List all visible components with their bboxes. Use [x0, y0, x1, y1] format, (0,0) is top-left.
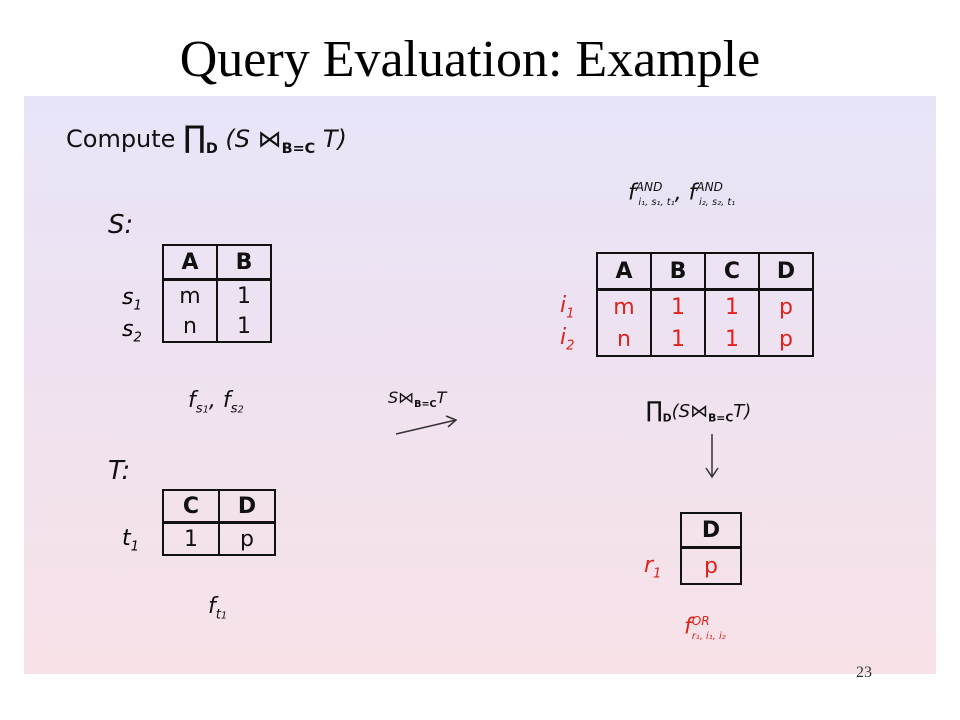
table-header-cell: C — [704, 252, 760, 291]
row-label: t1 — [122, 526, 140, 555]
row-label: i1 — [560, 293, 575, 322]
compute-open: (S — [225, 125, 251, 153]
table-header-cell: D — [758, 252, 814, 291]
compute-label: Compute — [66, 125, 176, 153]
table-header-cell: D — [680, 512, 742, 549]
table-cell: 1 — [216, 311, 272, 343]
table-row: n 1 1 p — [596, 323, 814, 357]
table-header-cell: A — [162, 244, 218, 281]
table-cell: 1 — [704, 289, 760, 323]
join-symbol: ⋈ — [257, 125, 282, 153]
compute-expression: Compute ∏D (S ⋈B=C T) — [66, 120, 347, 157]
join-step-label: S⋈B=CT — [388, 388, 447, 411]
table-cell: m — [162, 279, 218, 311]
table-row: p — [680, 547, 742, 585]
projection-symbol: ∏ — [183, 120, 206, 155]
table-header-cell: B — [650, 252, 706, 291]
table-header-cell: A — [596, 252, 652, 291]
example-panel: Compute ∏D (S ⋈B=C T) S: A B m 1 n 1 s1 … — [24, 96, 936, 674]
result-row-labels: r1 — [644, 550, 661, 582]
table-row: m 1 1 p — [596, 289, 814, 323]
joined-formula: fANDi₁, s₁, t₁, fANDi₂, s₂, t₁ — [628, 180, 736, 208]
relation-s-formula: fs1, fs2 — [188, 388, 244, 417]
table-cell: p — [758, 323, 814, 357]
row-label: r1 — [644, 553, 662, 582]
relation-t-name: T: — [108, 456, 131, 486]
table-cell: 1 — [650, 289, 706, 323]
result-table: D p — [680, 512, 742, 585]
table-cell: 1 — [650, 323, 706, 357]
relation-t-table: C D 1 p — [162, 489, 276, 556]
compute-close: T) — [322, 125, 347, 153]
table-cell: 1 — [162, 522, 220, 556]
table-header-cell: D — [218, 489, 276, 524]
relation-s-table: A B m 1 n 1 — [162, 244, 272, 343]
joined-table: A B C D m 1 1 p n 1 1 p — [596, 252, 814, 357]
join-arrow-icon — [395, 415, 458, 435]
table-cell: p — [218, 522, 276, 556]
table-row: 1 p — [162, 522, 276, 556]
table-header-cell: B — [216, 244, 272, 281]
row-label: s2 — [122, 317, 142, 346]
table-cell: n — [162, 311, 218, 343]
table-cell: m — [596, 289, 652, 323]
page-number: 23 — [856, 664, 872, 681]
row-label: s1 — [122, 285, 142, 314]
joined-row-labels: i1 i2 — [560, 290, 575, 354]
down-arrow-icon — [705, 434, 719, 479]
table-cell: 1 — [216, 279, 272, 311]
result-formula: fORr₁, i₁, i₂ — [684, 614, 726, 642]
table-row: n 1 — [162, 311, 272, 343]
table-row: m 1 — [162, 279, 272, 311]
projection-step-label: ∏D(S⋈B=CT) — [646, 398, 752, 425]
relation-t-row-labels: t1 — [122, 523, 139, 555]
relation-t-formula: ft1 — [208, 594, 228, 623]
slide-title: Query Evaluation: Example — [179, 31, 761, 88]
relation-s-name: S: — [108, 210, 134, 240]
table-header-cell: C — [162, 489, 220, 524]
table-cell: p — [758, 289, 814, 323]
table-cell: 1 — [704, 323, 760, 357]
relation-s-row-labels: s1 s2 — [122, 282, 142, 346]
table-cell: n — [596, 323, 652, 357]
projection-attribute: D — [205, 140, 218, 157]
join-condition: B=C — [281, 140, 316, 157]
row-label: i2 — [560, 325, 575, 354]
table-cell: p — [680, 547, 742, 585]
